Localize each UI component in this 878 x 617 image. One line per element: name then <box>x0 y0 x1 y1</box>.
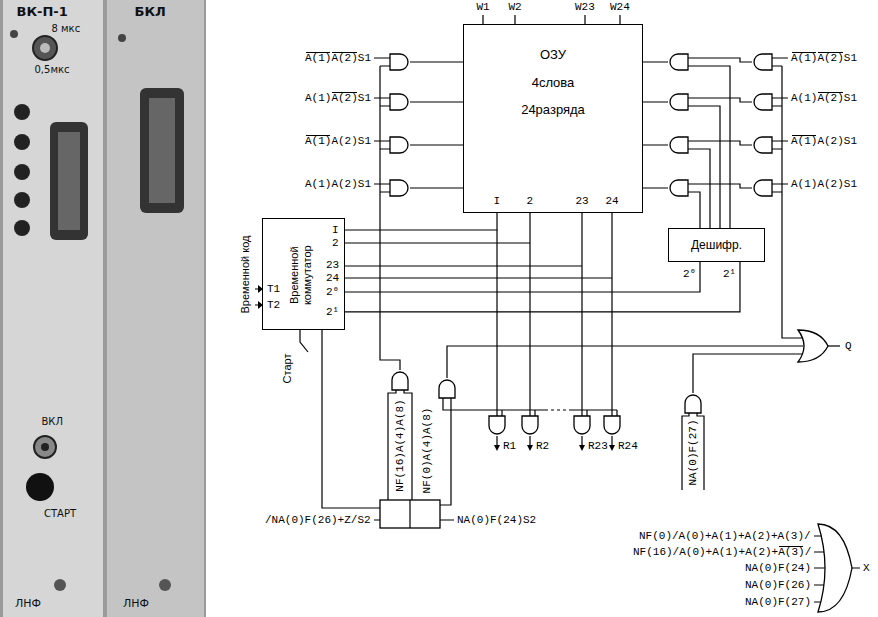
signal-label: A(1)A(2)S1 <box>790 135 858 148</box>
signal-label: A(1)A(2)S1 <box>790 92 858 105</box>
memory-box: ОЗУ 4слова 24разряда <box>463 24 643 213</box>
signal-label: 2¹ <box>325 306 340 319</box>
signal-label: NA(0)F(26) <box>744 579 812 592</box>
signal-label: 2⁰ <box>325 286 340 299</box>
overline-bar <box>792 135 816 136</box>
signal-label: T1 <box>266 283 281 296</box>
signal-label-vertical: NF(16)A(4)A(8) <box>394 398 407 492</box>
signal-label: 2 <box>526 195 535 208</box>
signal-label: NF(0)/A(0)+A(1)+A(2)+A(3)/ <box>638 530 812 543</box>
panel-label: ЛНФ <box>122 597 150 610</box>
overline-bar <box>792 52 816 53</box>
signal-label: NA(0)F(27) <box>744 596 812 609</box>
panel-label: СТАРТ <box>43 508 77 520</box>
overline-bar <box>332 92 356 93</box>
signal-label: Q <box>844 340 853 353</box>
signal-label: 23 <box>325 259 340 272</box>
signal-label-vertical: NF(0)A(4)A(8) <box>421 406 434 494</box>
signal-label: X <box>862 562 871 575</box>
panel-label: БКЛ <box>134 4 167 20</box>
signal-label: W1 <box>476 1 491 14</box>
signal-label: W2 <box>508 1 523 14</box>
signal-label: W24 <box>609 1 631 14</box>
panel-label: ЛНФ <box>14 597 42 610</box>
signal-label: A(1)A(2)S1 <box>304 178 372 191</box>
overline-bar <box>818 52 842 53</box>
signal-label: W23 <box>574 1 596 14</box>
signal-label: NA(0)F(24)S2 <box>456 514 537 527</box>
overline-bar <box>779 546 803 547</box>
wire-connector <box>345 262 740 312</box>
overline-bar <box>306 135 330 136</box>
overline-bar <box>818 92 842 93</box>
overline-bar <box>306 52 330 53</box>
signal-label: 23 <box>575 195 590 208</box>
signal-label: A(1)A(2)S1 <box>304 92 372 105</box>
signal-label-vertical: Старт <box>281 352 294 384</box>
node-text: 4слова <box>532 75 575 91</box>
decoder-box: Дешифр. <box>668 228 765 262</box>
panel-photo <box>0 0 206 617</box>
panel-label: 0,5мкс <box>34 64 71 76</box>
panel-label: ВК-П-1 <box>16 4 69 20</box>
signal-label: 2 <box>331 237 340 250</box>
panel-label: 8 мкс <box>51 23 82 35</box>
signal-label: T2 <box>266 299 281 312</box>
signal-label: I <box>493 195 502 208</box>
node-title: Дешифр. <box>691 238 742 252</box>
node-text: 24разряда <box>521 102 585 118</box>
signal-label: R1 <box>502 440 517 453</box>
overline-bar <box>332 52 356 53</box>
signal-label: A(1)A(2)S1 <box>790 52 858 65</box>
wire-connector <box>345 213 497 230</box>
signal-label: A(1)A(2)S1 <box>790 178 858 191</box>
signal-label-vertical: NA(0)F(27) <box>687 418 700 486</box>
signal-label-vertical: Временной код <box>239 234 252 314</box>
signal-label: 2¹ <box>722 268 737 281</box>
signal-label: 24 <box>325 272 340 285</box>
wiring <box>255 15 860 602</box>
node-title: ОЗУ <box>540 47 566 63</box>
signal-label: NA(0)F(24) <box>744 562 812 575</box>
signal-label: A(1)A(2)S1 <box>304 135 372 148</box>
signal-label: A(1)A(2)S1 <box>304 52 372 65</box>
signal-label: I <box>331 224 340 237</box>
signal-label: /NA(0)F(26)+Z/S2 <box>264 514 372 527</box>
node-title: Временной коммутатор <box>288 225 314 325</box>
signal-label: NF(16)/A(0)+A(1)+A(2)+A(3)/ <box>632 546 812 559</box>
signal-label: R2 <box>535 440 550 453</box>
signal-label: 24 <box>605 195 620 208</box>
signal-label: 2⁰ <box>682 268 697 281</box>
signal-label: R23 <box>587 440 609 453</box>
signal-label: R24 <box>617 440 639 453</box>
panel-label: ВКЛ <box>41 416 64 428</box>
